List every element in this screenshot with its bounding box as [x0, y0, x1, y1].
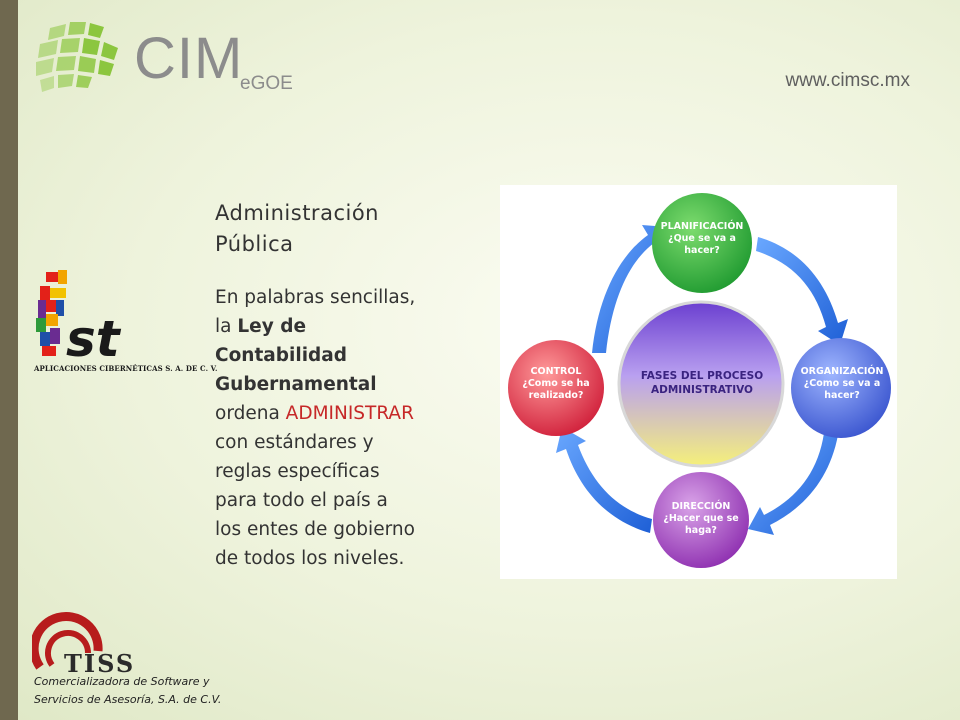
body-line-10: de todos los niveles.	[215, 548, 405, 569]
arrow-dir-to-control-icon	[556, 427, 652, 533]
body-line-5: ordena ADMINISTRAR	[215, 399, 485, 428]
node-control	[508, 340, 604, 436]
tiss-wordmark: TISS	[64, 649, 136, 678]
center-label: FASES DEL PROCESO ADMINISTRATIVO	[612, 369, 792, 397]
administrar-highlight: ADMINISTRAR	[285, 403, 414, 424]
title-line-1: Administración	[215, 201, 379, 225]
globe-grid-icon	[36, 22, 118, 92]
body-line-7: reglas específicas	[215, 461, 380, 482]
node-direccion	[653, 472, 749, 568]
node-organizacion	[791, 338, 891, 438]
brand-main-text: CIM	[134, 26, 244, 91]
body-line-9: los entes de gobierno	[215, 519, 415, 540]
body-line-2: la Ley de	[215, 312, 485, 341]
direccion-title: DIRECCIÓN	[671, 501, 731, 512]
body-line-3: Contabilidad	[215, 341, 485, 370]
law-name-part-3: Gubernamental	[215, 374, 377, 395]
planificacion-title: PLANIFICACIÓN	[660, 221, 744, 232]
title-line-2: Pública	[215, 232, 294, 256]
body-paragraph: En palabras sencillas, la Ley de Contabi…	[215, 283, 485, 573]
direccion-question-2: haga?	[685, 525, 717, 536]
direccion-question-1: ¿Hacer que se	[663, 513, 739, 524]
organizacion-title: ORGANIZACIÓN	[800, 366, 884, 377]
tiss-line-1: Comercializadora de Software y	[34, 675, 210, 688]
node-control-label: CONTROL ¿Como se ha realizado?	[508, 366, 604, 402]
organizacion-question-1: ¿Como se va a	[803, 378, 881, 389]
tiss-line-2: Servicios de Asesoría, S.A. de C.V.	[34, 693, 222, 706]
center-label-line-2: ADMINISTRATIVO	[651, 384, 753, 396]
node-direccion-label: DIRECCIÓN ¿Hacer que se haga?	[651, 501, 751, 537]
ist-letters: st	[66, 310, 120, 368]
node-planificacion	[652, 193, 752, 293]
control-title: CONTROL	[530, 366, 582, 377]
body-line-2a: la	[215, 316, 238, 337]
ist-mosaic-i-icon	[36, 270, 67, 356]
arrow-plan-to-org-icon	[756, 237, 848, 345]
control-question-2: realizado?	[528, 390, 584, 401]
tiss-logo: TISS Comercializadora de Software y Serv…	[30, 605, 260, 715]
body-line-6: con estándares y	[215, 432, 374, 453]
ist-caption: APLICACIONES CIBERNÉTICAS S. A. DE C. V.	[34, 364, 218, 373]
planificacion-question-2: hacer?	[684, 245, 720, 256]
arrow-org-to-dir-icon	[748, 433, 838, 535]
node-planificacion-label: PLANIFICACIÓN ¿Que se va a hacer?	[652, 221, 752, 257]
planificacion-question-1: ¿Que se va a	[668, 233, 736, 244]
cycle-diagram-graphic	[508, 193, 891, 568]
body-line-8: para todo el país a	[215, 490, 388, 511]
body-line-5a: ordena	[215, 403, 286, 424]
organizacion-question-2: hacer?	[824, 390, 860, 401]
center-label-line-1: FASES DEL PROCESO	[640, 370, 764, 382]
tiss-arc-icon	[32, 612, 103, 670]
page-title: Administración Pública	[215, 198, 475, 260]
brand-sub-text: eGOE	[240, 73, 293, 94]
node-organizacion-label: ORGANIZACIÓN ¿Como se va a hacer?	[790, 366, 894, 402]
ist-logo: st APLICACIONES CIBERNÉTICAS S. A. DE C.…	[30, 270, 217, 380]
left-accent-bar	[0, 0, 18, 720]
body-line-1: En palabras sencillas,	[215, 287, 416, 308]
cim-egoe-logo: CIM eGOE	[30, 18, 320, 108]
arrow-control-to-plan-icon	[592, 225, 668, 353]
center-phase-circle	[617, 300, 785, 468]
control-question-1: ¿Como se ha	[522, 378, 590, 389]
law-name-part-1: Ley de	[237, 316, 306, 337]
law-name-part-2: Contabilidad	[215, 345, 348, 366]
process-cycle-diagram: FASES DEL PROCESO ADMINISTRATIVO PLANIFI…	[500, 185, 897, 579]
website-url[interactable]: www.cimsc.mx	[785, 70, 910, 91]
body-line-4: Gubernamental	[215, 370, 485, 399]
